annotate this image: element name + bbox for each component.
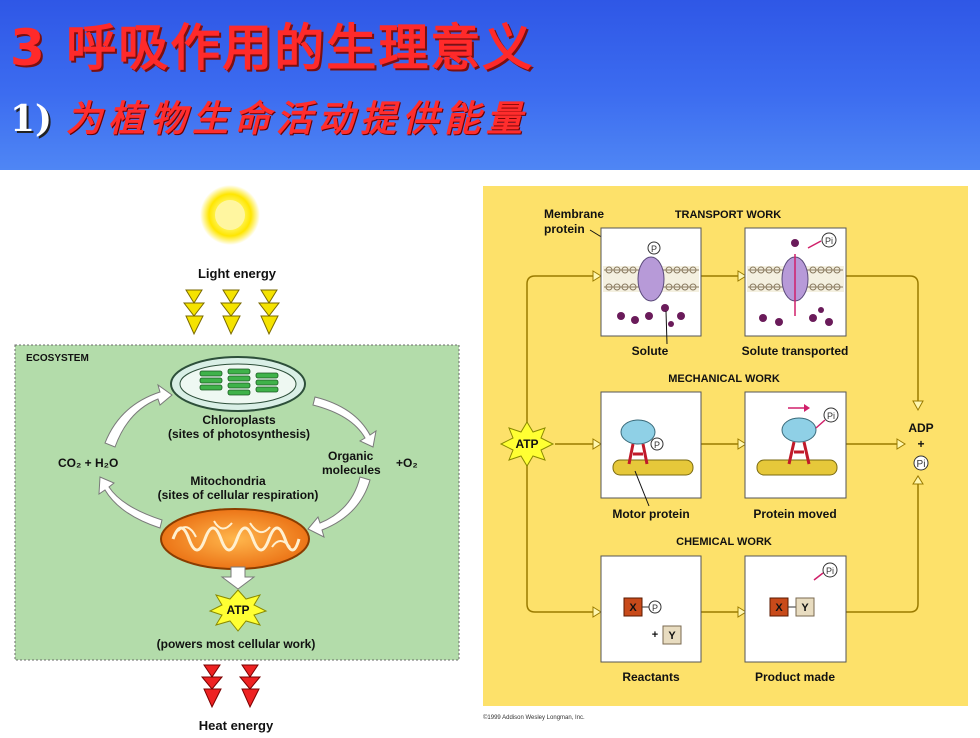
solute-pointer: [665, 310, 668, 345]
chloroplast-icon: [170, 356, 306, 412]
mitochondria-sub-label: (sites of cellular respiration): [158, 488, 319, 502]
copyright-text: ©1999 Addison Wesley Longman, Inc.: [483, 714, 585, 721]
reactants-label: Reactants: [622, 670, 680, 684]
chloroplasts-sub-label: (sites of photosynthesis): [168, 427, 310, 441]
transport-box-before: P: [600, 227, 702, 337]
chemical-box-after: X Y Pi: [744, 555, 847, 663]
organic-label-1: Organic: [328, 449, 374, 463]
adp-plus: +: [917, 437, 924, 451]
svg-text:Pi: Pi: [827, 411, 835, 421]
membrane-label-2: protein: [544, 222, 585, 236]
motor-protein-pointer: [634, 470, 650, 507]
down-arrow-icon: [220, 566, 256, 590]
membrane-label-1: Membrane: [544, 207, 604, 221]
slide-title: 3 呼吸作用的生理意义: [10, 19, 535, 77]
adp-pi-icon: Pi: [913, 455, 929, 471]
x-product-label: X: [775, 602, 783, 614]
mechanical-work-heading: MECHANICAL WORK: [668, 373, 780, 385]
subtitle-number: 1): [10, 98, 53, 140]
powers-label: (powers most cellular work): [157, 637, 316, 651]
y-product-label: Y: [801, 602, 809, 614]
slide-subtitle: 1) 为植物生命活动提供能量: [10, 90, 528, 142]
ecosystem-label: ECOSYSTEM: [26, 353, 89, 364]
subtitle-text: 为植物生命活动提供能量: [66, 98, 529, 140]
svg-text:Pi: Pi: [825, 236, 833, 246]
ecosystem-diagram: Light energy ECOSYSTEM Chloroplasts (sit…: [10, 185, 472, 733]
adp-label: ADP: [908, 421, 933, 435]
x-label: X: [629, 602, 637, 614]
transport-box-after: Pi: [744, 227, 847, 337]
heat-arrows: [200, 664, 262, 709]
mechanical-box-before: P: [600, 391, 702, 499]
svg-text:P: P: [654, 440, 660, 450]
product-made-label: Product made: [755, 670, 835, 684]
mitochondria-label: Mitochondria: [190, 474, 266, 488]
svg-text:Pi: Pi: [826, 566, 834, 576]
svg-text:P: P: [652, 603, 658, 613]
cellular-work-diagram: ATP ADP + Pi TRANSPORT WORK MECHANICAL W…: [483, 186, 968, 724]
slide-header: 3 呼吸作用的生理意义 1) 为植物生命活动提供能量: [0, 0, 980, 170]
chemical-box-before: X P + Y: [600, 555, 702, 663]
light-energy-label: Light energy: [198, 266, 277, 281]
protein-moved-label: Protein moved: [753, 507, 836, 521]
chemical-work-heading: CHEMICAL WORK: [676, 536, 772, 548]
svg-text:Pi: Pi: [917, 459, 926, 470]
motor-protein-label: Motor protein: [612, 507, 689, 521]
svg-text:P: P: [651, 244, 657, 254]
mitochondrion-icon: [160, 508, 310, 570]
atp-label: ATP: [515, 437, 538, 451]
cycle-arrows: [98, 383, 377, 538]
solute-transported-label: Solute transported: [742, 344, 849, 358]
organic-label-2: molecules: [322, 463, 381, 477]
y-label: Y: [668, 630, 676, 642]
atp-starburst: ATP: [499, 421, 555, 467]
co2-h2o-label: CO₂ + H₂O: [58, 456, 118, 470]
heat-energy-label: Heat energy: [199, 718, 274, 733]
atp-starburst: ATP: [208, 589, 268, 632]
mechanical-box-after: Pi: [744, 391, 847, 499]
flow-arrowheads: [592, 270, 924, 618]
chloroplasts-label: Chloroplasts: [202, 413, 276, 427]
atp-label: ATP: [226, 603, 249, 617]
light-arrows: [182, 289, 281, 336]
plus-y-label: +: [652, 629, 658, 641]
work-panel-background: [483, 186, 968, 706]
transport-work-heading: TRANSPORT WORK: [675, 209, 781, 221]
solute-label: Solute: [632, 344, 669, 358]
sun-icon: [200, 185, 260, 245]
plus-o2-label: +O₂: [396, 456, 418, 470]
